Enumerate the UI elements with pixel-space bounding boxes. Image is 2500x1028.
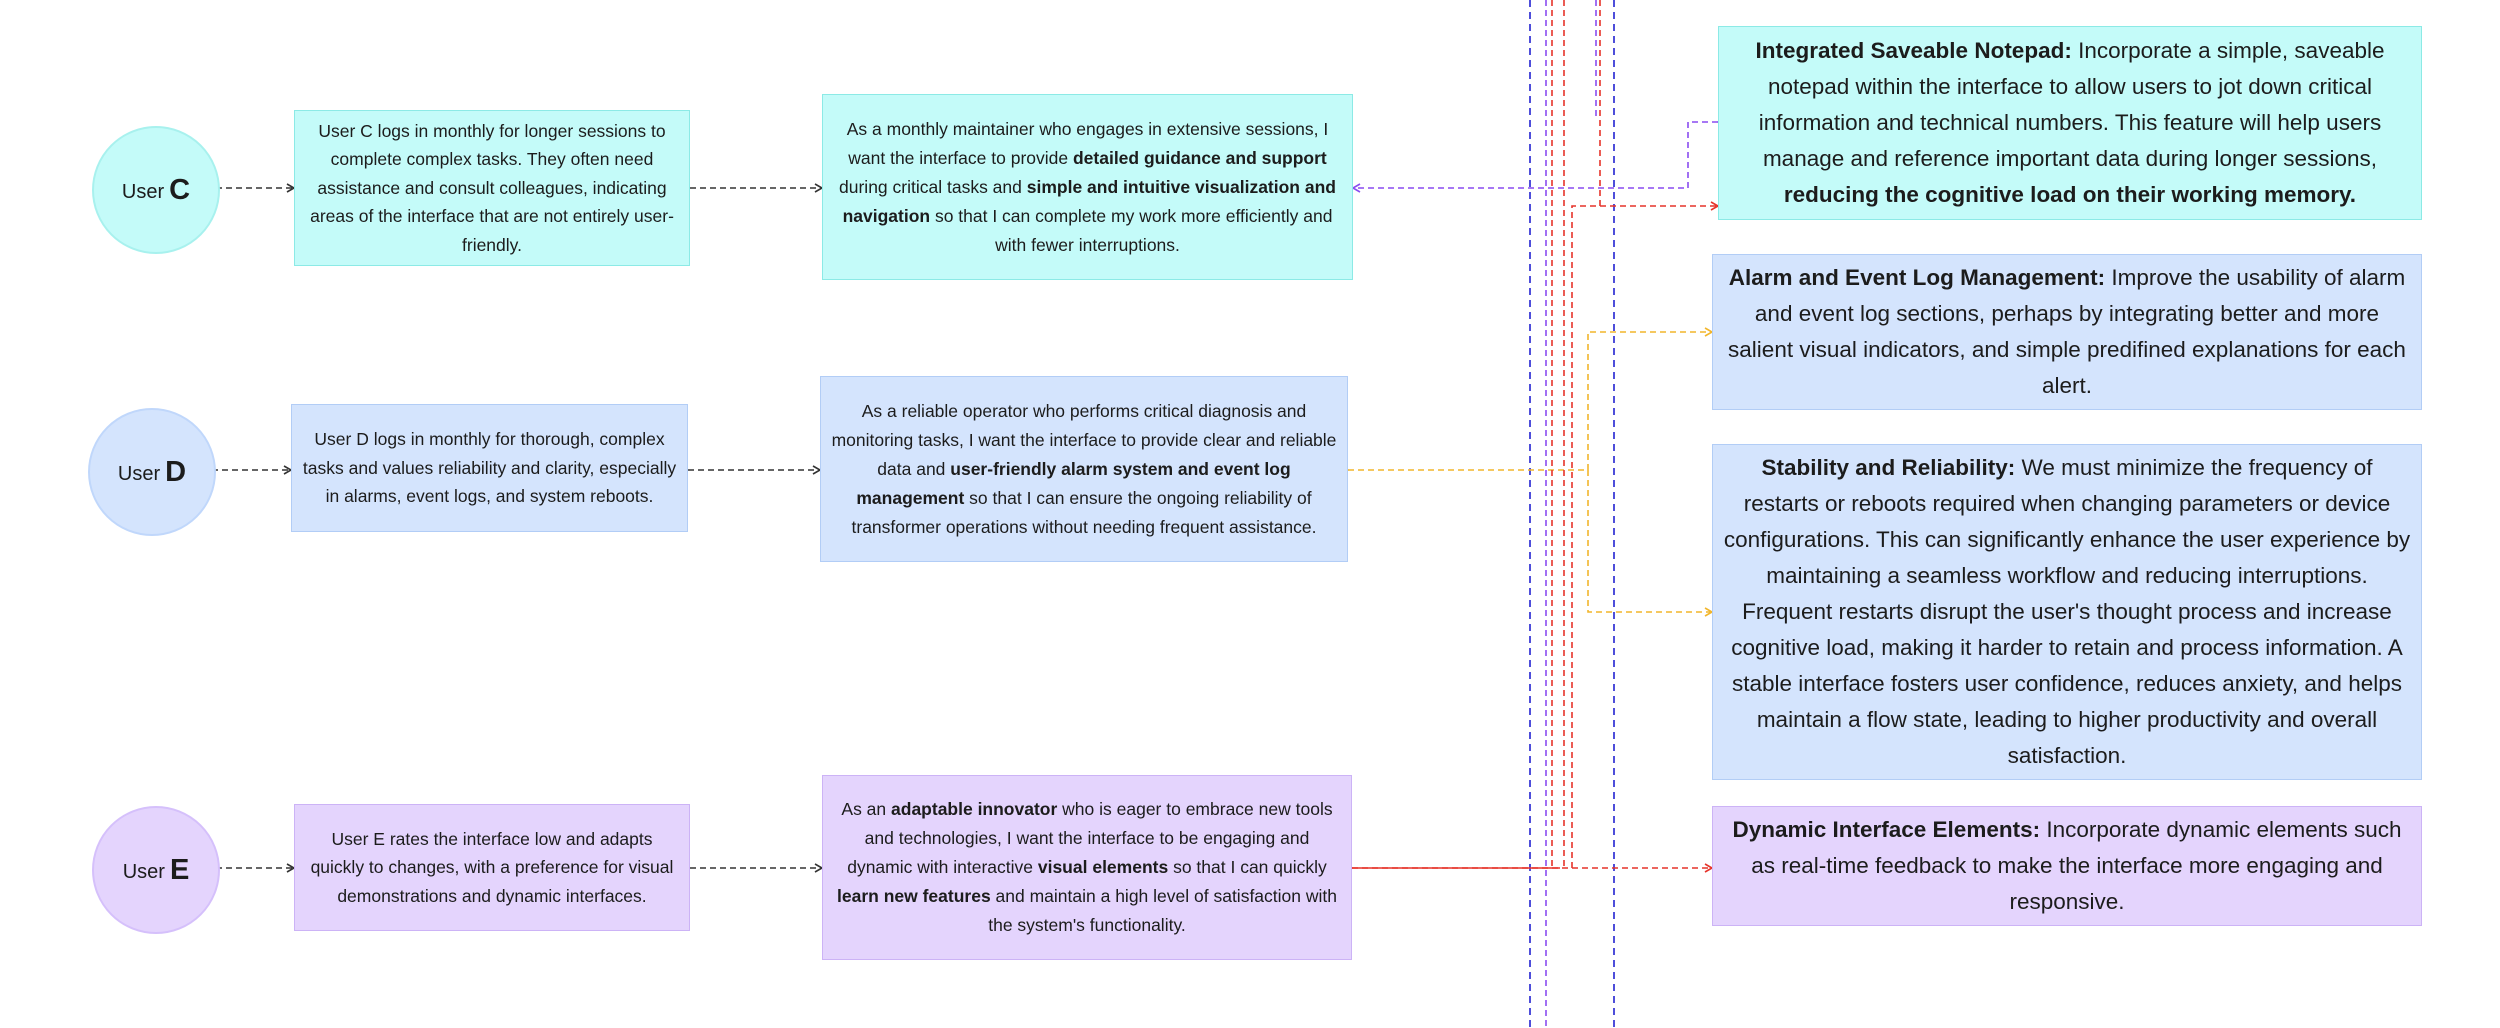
body-text: and maintain a high level of satisfactio…	[988, 886, 1337, 935]
recommendation-notepad-text: Integrated Saveable Notepad: Incorporate…	[1729, 33, 2411, 213]
user-d-story-text: As a reliable operator who performs crit…	[829, 397, 1339, 542]
body-text: As a reliable operator who performs crit…	[831, 400, 1337, 479]
recommendation-alarm-box: Alarm and Event Log Management: Improve …	[1712, 254, 2422, 410]
body-text: Incorporate dynamic elements such as rea…	[1751, 817, 2402, 914]
user-e-story-box: As an adaptable innovator who is eager t…	[822, 775, 1352, 960]
user-c-behavior-box: User C logs in monthly for longer sessio…	[294, 110, 690, 266]
emphasis-text: Stability and Reliability:	[1761, 455, 2016, 480]
body-text: so that I can ensure the ongoing reliabi…	[851, 487, 1317, 537]
recommendation-stability-box: Stability and Reliability: We must minim…	[1712, 444, 2422, 780]
user-d-behavior-text: User D logs in monthly for thorough, com…	[302, 429, 677, 507]
link-notepad-to-story-c	[1351, 117, 1726, 193]
emphasis-text: Dynamic Interface Elements:	[1732, 817, 2041, 842]
emphasis-text: user-friendly alarm system and event log…	[856, 458, 1291, 508]
recommendation-notepad-box: Integrated Saveable Notepad: Incorporate…	[1718, 26, 2422, 220]
emphasis-text: Alarm and Event Log Management:	[1728, 265, 2106, 290]
emphasis-text: Integrated Saveable Notepad:	[1755, 38, 2072, 63]
body-text: during critical tasks and	[839, 176, 1027, 197]
user-d-prefix: User	[117, 462, 161, 485]
user-e-behavior-text: User E rates the interface low and adapt…	[310, 828, 674, 906]
emphasis-text: detailed guidance and support	[1072, 147, 1327, 168]
body-text: who is eager to embrace new tools and te…	[847, 799, 1333, 877]
link-yellow-trunk	[1340, 327, 1714, 475]
user-d-behavior-box: User D logs in monthly for thorough, com…	[291, 404, 688, 532]
user-e-behavior-box: User E rates the interface low and adapt…	[294, 804, 690, 931]
link-yellow-to-stability	[1587, 470, 1714, 617]
user-c-prefix: User	[121, 180, 165, 203]
recommendation-alarm-text: Alarm and Event Log Management: Improve …	[1723, 260, 2411, 404]
recommendation-dynamic-text: Dynamic Interface Elements: Incorporate …	[1723, 812, 2411, 920]
user-e-prefix: User	[122, 860, 165, 883]
user-c-behavior-text: User C logs in monthly for longer sessio…	[310, 120, 674, 255]
user-c-story-text: As a monthly maintainer who engages in e…	[831, 115, 1344, 260]
user-e-letter: E	[169, 853, 190, 886]
body-text: Improve the usability of alarm and event…	[1728, 265, 2406, 398]
body-text: As a monthly maintainer who engages in e…	[846, 118, 1329, 168]
body-text: so that I can quickly	[1168, 857, 1327, 877]
user-e-story-text: As an adaptable innovator who is eager t…	[831, 795, 1343, 940]
body-text: We must minimize the frequency of restar…	[1723, 455, 2411, 768]
recommendation-dynamic-box: Dynamic Interface Elements: Incorporate …	[1712, 806, 2422, 926]
emphasis-text: simple and intuitive visualization and n…	[842, 176, 1336, 226]
user-c-story-box: As a monthly maintainer who engages in e…	[822, 94, 1353, 280]
link-red-to-notepad	[1571, 201, 1720, 868]
body-text: As an	[841, 799, 892, 819]
emphasis-text: reducing the cognitive load on their wor…	[1783, 182, 2357, 207]
emphasis-text: adaptable innovator	[891, 799, 1058, 819]
emphasis-text: visual elements	[1037, 857, 1169, 877]
emphasis-text: learn new features	[837, 886, 991, 906]
body-text: so that I can complete my work more effi…	[930, 205, 1333, 255]
recommendation-stability-text: Stability and Reliability: We must minim…	[1723, 450, 2411, 774]
user-d-letter: D	[165, 455, 187, 488]
user-c-letter: C	[169, 173, 191, 206]
body-text: Incorporate a simple, saveable notepad w…	[1758, 38, 2385, 171]
user-d-story-box: As a reliable operator who performs crit…	[820, 376, 1348, 562]
